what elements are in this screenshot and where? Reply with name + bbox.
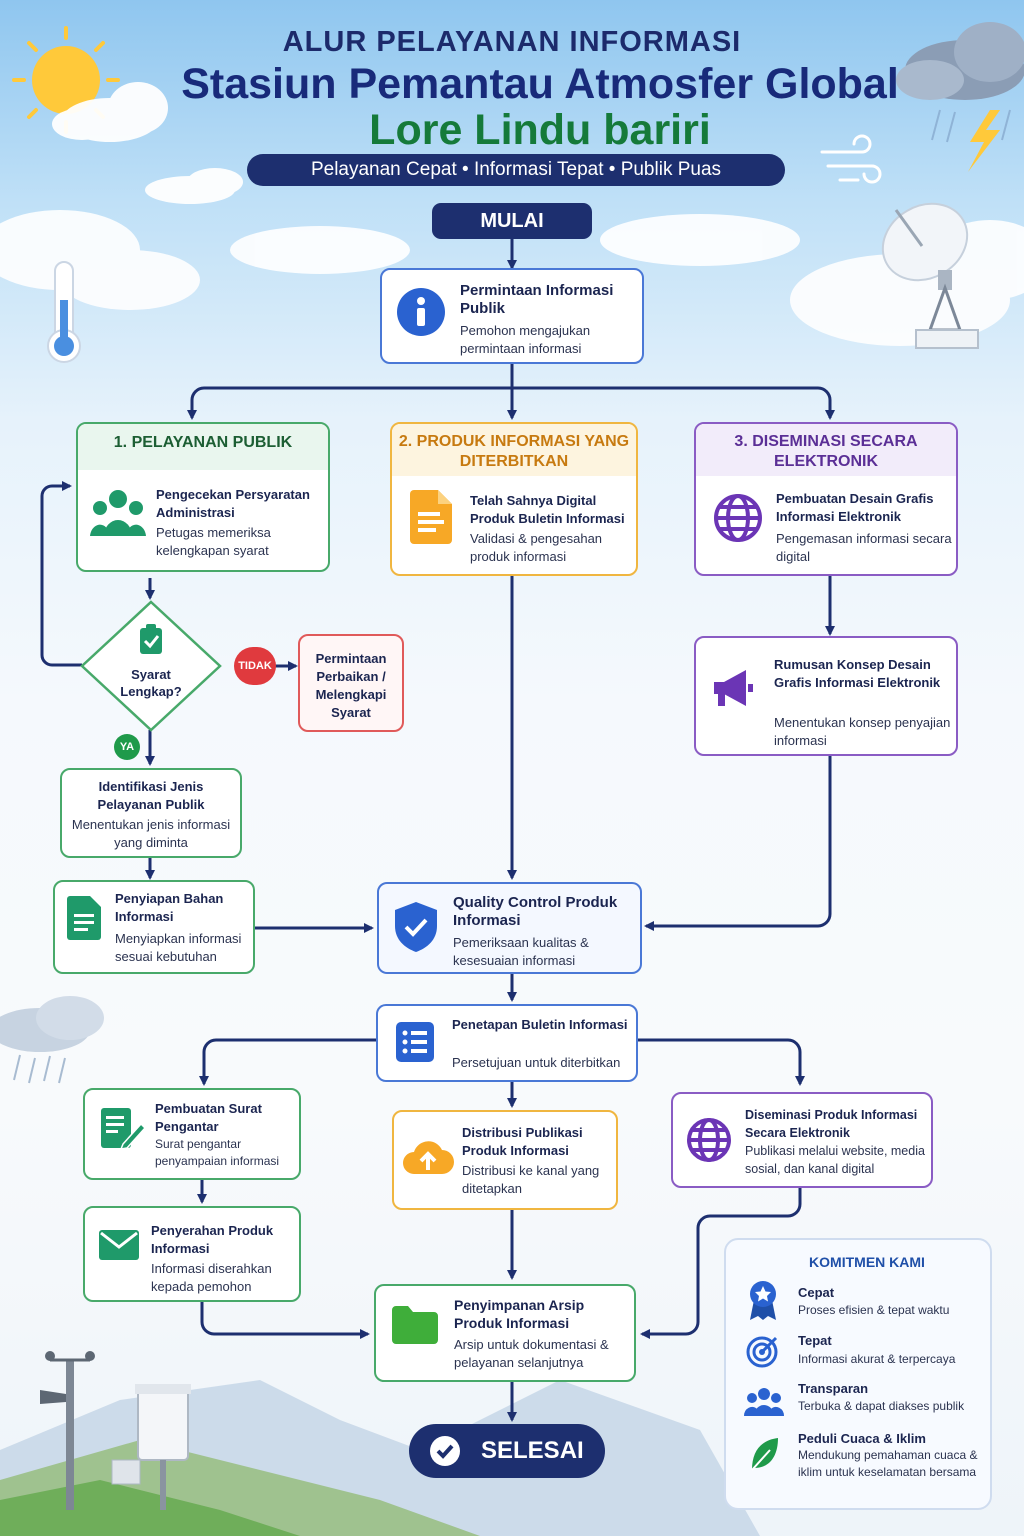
quality-control-box: Quality Control Produk Informasi Pemerik…	[377, 882, 642, 974]
wind-icon	[820, 134, 882, 184]
distribution-box: Distribusi Publikasi Produk Informasi Di…	[392, 1110, 618, 1210]
bulletin-box: Penetapan Buletin Informasi Persetujuan …	[376, 1004, 638, 1082]
bulletin-title: Penetapan Buletin Informasi	[452, 1017, 628, 1032]
cloud-upload-icon	[403, 1141, 454, 1174]
check-circle-icon	[430, 1436, 460, 1466]
globe-icon	[714, 494, 762, 542]
archive-desc: Arsip untuk dokumentasi & pelayanan sela…	[454, 1337, 609, 1370]
cloud-icon	[52, 82, 243, 204]
column-2-title: 2. PRODUK INFORMASI YANG DITERBITKAN	[392, 424, 636, 476]
letter-desc: Surat pengantar penyampaian informasi	[155, 1137, 280, 1168]
commitment-title: KOMITMEN KAMI	[809, 1254, 925, 1270]
globe-icon	[687, 1118, 731, 1162]
fix-request-box: Permintaan Perbaikan / Melengkapi Syarat	[298, 634, 404, 732]
document-icon	[410, 490, 452, 544]
column-3-title: 3. DISEMINASI SECARA ELEKTRONIK	[696, 424, 956, 476]
column-3-step-desc: Pengemasan informasi secara digital	[776, 531, 952, 564]
quality-control-desc: Pemeriksaan kualitas & kesesuaian inform…	[453, 935, 589, 968]
people-icon	[744, 1388, 784, 1416]
prepare-box: Penyiapan Bahan Informasi Menyiapkan inf…	[53, 880, 255, 974]
commitment-item-2-title: Tepat	[798, 1333, 832, 1348]
end-terminal: SELESAI	[409, 1424, 605, 1478]
commitment-item-1-title: Cepat	[798, 1285, 835, 1300]
thermometer-icon	[47, 261, 81, 363]
fix-request-text: Permintaan Perbaikan / Melengkapi Syarat	[315, 651, 387, 720]
request-desc: Pemohon mengajukan permintaan informasi	[460, 323, 591, 356]
medal-icon	[750, 1281, 776, 1320]
leaf-icon	[751, 1438, 778, 1471]
column-2-step-desc: Validasi & pengesahan produk informasi	[470, 531, 603, 564]
archive-box: Penyimpanan Arsip Produk Informasi Arsip…	[374, 1284, 636, 1382]
letter-title: Pembuatan Surat Pengantar	[155, 1101, 262, 1134]
page-title-line1: ALUR PELAYANAN INFORMASI	[282, 26, 742, 58]
page-title-line3: Lore Lindu bariri	[369, 106, 711, 154]
decision-diamond	[80, 600, 222, 732]
letter-box: Pembuatan Surat Pengantar Surat penganta…	[83, 1088, 301, 1180]
concept-box: Rumusan Konsep Desain Grafis Informasi E…	[694, 636, 958, 756]
target-icon	[746, 1336, 778, 1368]
sun-icon	[12, 26, 120, 134]
column-2-step-title: Telah Sahnya Digital Produk Buletin Info…	[470, 493, 625, 526]
handover-desc: Informasi diserahkan kepada pemohon	[151, 1261, 272, 1294]
commitment-item-1-desc: Proses efisien & tepat waktu	[798, 1303, 950, 1317]
dissemination-box: Diseminasi Produk Informasi Secara Elekt…	[671, 1092, 933, 1188]
info-icon	[397, 288, 445, 336]
prepare-title: Penyiapan Bahan Informasi	[115, 891, 224, 924]
commitment-item-4-title: Peduli Cuaca & Iklim	[798, 1431, 926, 1446]
request-box: Permintaan Informasi Publik Pemohon meng…	[380, 268, 644, 364]
team-icon	[90, 490, 146, 536]
weather-station-icon	[40, 1351, 191, 1510]
concept-desc: Menentukan konsep penyajian informasi	[774, 715, 951, 748]
column-1-card: 1. PELAYANAN PUBLIK Pengecekan Persyarat…	[76, 422, 330, 572]
identify-box: Identifikasi Jenis Pelayanan Publik Mene…	[60, 768, 242, 858]
edit-document-icon	[101, 1108, 145, 1150]
satellite-dish-icon	[881, 202, 979, 349]
column-1-step-title: Pengecekan Persyaratan Administrasi	[156, 487, 310, 520]
megaphone-icon	[714, 670, 753, 706]
identify-title: Identifikasi Jenis Pelayanan Publik	[97, 779, 205, 812]
dissemination-title: Diseminasi Produk Informasi Secara Elekt…	[745, 1108, 918, 1140]
shield-check-icon	[395, 902, 437, 952]
commitment-item-4-desc: Mendukung pemahaman cuaca & iklim untuk …	[798, 1448, 978, 1479]
prepare-desc: Menyiapkan informasi sesuai kebutuhan	[115, 931, 242, 964]
document-icon	[67, 896, 101, 940]
checklist-icon	[396, 1022, 434, 1062]
archive-title: Penyimpanan Arsip Produk Informasi	[454, 1297, 585, 1331]
rain-cloud-icon	[0, 996, 104, 1084]
column-3-step-title: Pembuatan Desain Grafis Informasi Elektr…	[776, 491, 934, 524]
column-3-card: 3. DISEMINASI SECARA ELEKTRONIK Pembuata…	[694, 422, 958, 576]
concept-title: Rumusan Konsep Desain Grafis Informasi E…	[774, 657, 941, 690]
column-2-card: 2. PRODUK INFORMASI YANG DITERBITKAN Tel…	[390, 422, 638, 576]
commitment-panel: KOMITMEN KAMI Cepat Proses efisien & tep…	[724, 1238, 992, 1510]
tagline-banner: Pelayanan Cepat • Informasi Tepat • Publ…	[247, 154, 785, 186]
storm-cloud-icon	[896, 22, 1024, 172]
distribution-title: Distribusi Publikasi Produk Informasi	[462, 1125, 583, 1158]
yes-badge: YA	[114, 734, 140, 760]
commitment-item-3-title: Transparan	[798, 1381, 869, 1396]
commitment-item-3-desc: Terbuka & dapat diakses publik	[798, 1399, 965, 1413]
identify-desc: Menentukan jenis informasi yang diminta	[71, 817, 231, 850]
handover-box: Penyerahan Produk Informasi Informasi di…	[83, 1206, 301, 1302]
column-1-title: 1. PELAYANAN PUBLIK	[78, 424, 328, 470]
page-title-line2: Stasiun Pemantau Atmosfer Global	[181, 60, 899, 108]
decision-label: Syarat Lengkap?	[120, 667, 182, 699]
no-badge: TIDAK	[234, 647, 276, 685]
handover-title: Penyerahan Produk Informasi	[151, 1223, 274, 1256]
folder-icon	[392, 1306, 438, 1344]
bulletin-desc: Persetujuan untuk diterbitkan	[452, 1055, 621, 1070]
request-title: Permintaan Informasi Publik	[460, 282, 614, 317]
column-1-step-desc: Petugas memeriksa kelengkapan syarat	[156, 525, 271, 558]
distribution-desc: Distribusi ke kanal yang ditetapkan	[462, 1163, 600, 1196]
mail-icon	[99, 1230, 139, 1260]
quality-control-title: Quality Control Produk Informasi	[453, 894, 618, 929]
dissemination-desc: Publikasi melalui website, media sosial,…	[745, 1144, 925, 1176]
start-terminal: MULAI	[432, 203, 592, 239]
end-label: SELESAI	[481, 1437, 584, 1464]
commitment-item-2-desc: Informasi akurat & terpercaya	[798, 1352, 956, 1366]
